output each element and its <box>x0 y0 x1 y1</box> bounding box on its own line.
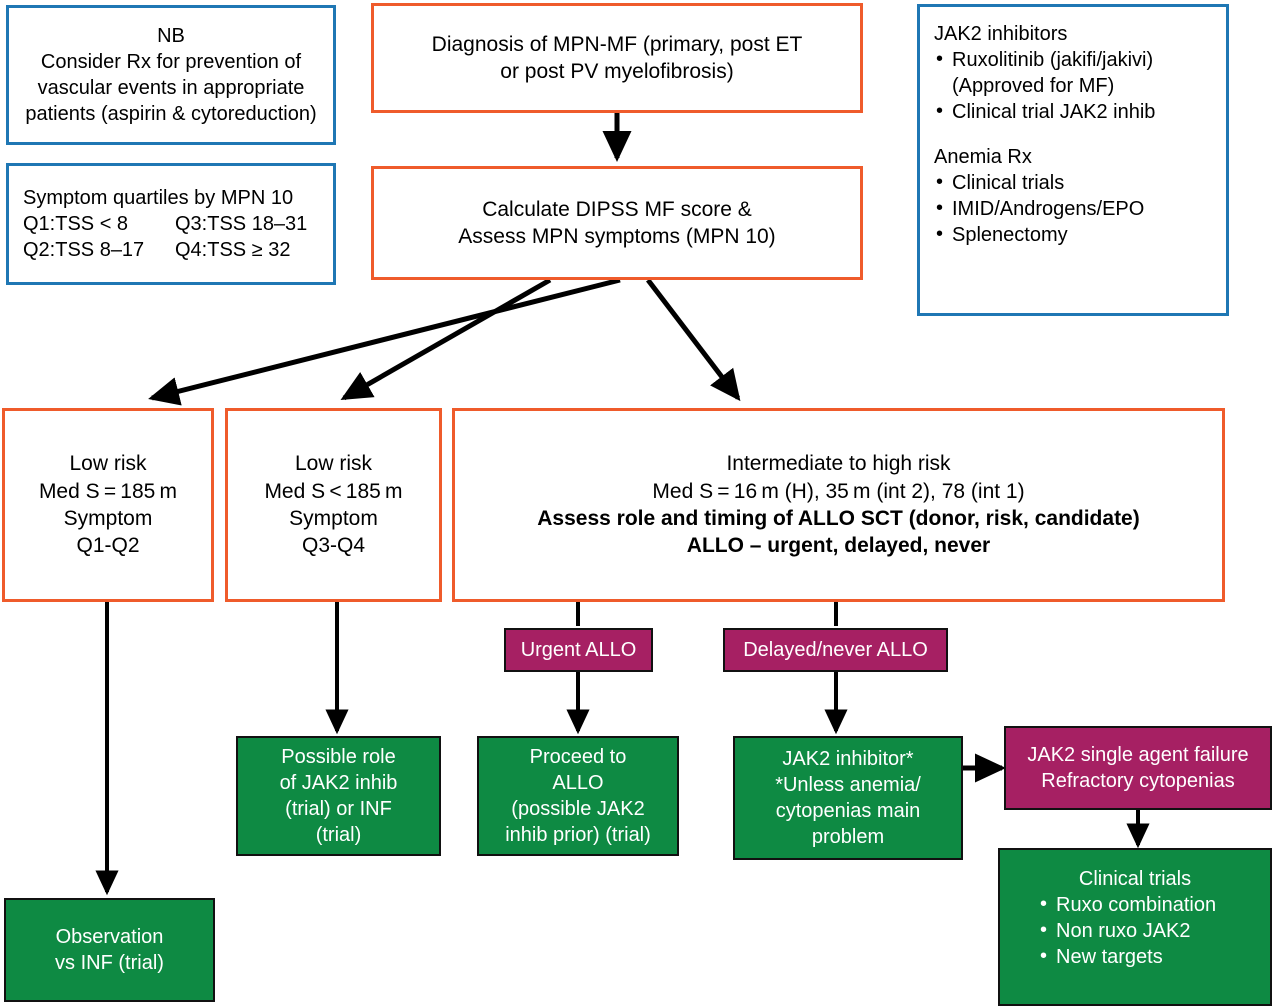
low-risk-1-line-1: Low risk <box>69 452 147 476</box>
possible-role-line-4: (trial) <box>315 824 362 846</box>
nb-title: NB <box>157 25 185 47</box>
nb-line-1: Consider Rx for prevention of <box>40 51 302 73</box>
nb-line-3: patients (aspirin & cytoreduction) <box>25 103 317 125</box>
anemia-item-2: Splenectomy <box>934 221 1226 248</box>
quartile-q1: Q1:TSS < 8 <box>23 213 129 235</box>
treatments-box: JAK2 inhibitors Ruxolitinib (jakifi/jaki… <box>917 4 1229 316</box>
high-risk-line-2: Med S = 16 m (H), 35 m (int 2), 78 (int … <box>652 479 1025 503</box>
proceed-allo-line-2: ALLO <box>552 772 604 794</box>
observation-line-2: vs INF (trial) <box>55 952 164 974</box>
arrow-calculate-to-low-risk-1 <box>148 277 621 406</box>
symptom-quartiles-title: Symptom quartiles by MPN 10 <box>23 187 294 209</box>
quartile-q3: Q3:TSS 18–31 <box>175 213 308 235</box>
anemia-item-0: Clinical trials <box>934 169 1226 196</box>
jak2-inhibitor-line-2: *Unless anemia/ <box>775 774 921 796</box>
clinical-trials-item-0: Ruxo combination <box>1038 891 1270 918</box>
jak2-failure-box: JAK2 single agent failure Refractory cyt… <box>1004 726 1272 810</box>
possible-role-box: Possible role of JAK2 inhib (trial) or I… <box>236 736 441 856</box>
delayed-never-allo-box: Delayed/never ALLO <box>723 628 948 672</box>
high-risk-line-4: ALLO – urgent, delayed, never <box>686 534 991 558</box>
jak2-inhibitor-box: JAK2 inhibitor* *Unless anemia/ cytopeni… <box>733 736 963 860</box>
clinical-trials-list: Ruxo combination Non ruxo JAK2 New targe… <box>1000 891 1270 970</box>
failure-line-1: JAK2 single agent failure <box>1027 744 1249 766</box>
proceed-allo-line-4: inhib prior) (trial) <box>505 824 651 846</box>
jak2-inhibitor-line-4: problem <box>811 826 885 848</box>
diagnosis-line-2: or post PV myelofibrosis) <box>500 60 734 83</box>
low-risk-2-line-2: Med S < 185 m <box>264 479 403 503</box>
low-risk-1-line-3: Symptom <box>63 507 153 530</box>
nb-note-box: NB Consider Rx for prevention of vascula… <box>6 5 336 145</box>
high-risk-line-1: Intermediate to high risk <box>726 452 951 476</box>
clinical-trials-box: Clinical trials Ruxo combination Non rux… <box>998 848 1272 1006</box>
low-risk-1-box: Low risk Med S = 185 m Symptom Q1-Q2 <box>2 408 214 602</box>
nb-line-2: vascular events in appropriate <box>37 77 305 99</box>
jak2-item-1: Clinical trial JAK2 inhib <box>934 98 1226 125</box>
proceed-allo-line-3: (possible JAK2 <box>511 798 645 820</box>
low-risk-2-line-3: Symptom <box>289 507 378 530</box>
arrow-calculate-to-low-risk-2 <box>340 277 552 401</box>
anemia-rx-title: Anemia Rx <box>934 146 1032 168</box>
intermediate-high-risk-box: Intermediate to high risk Med S = 16 m (… <box>452 408 1225 602</box>
arrow-calculate-to-high-risk <box>646 278 741 402</box>
quartile-q2: Q2:TSS 8–17 <box>23 239 145 261</box>
jak2-inhibitor-line-1: JAK2 inhibitor* <box>782 748 914 770</box>
calculate-line-2: Assess MPN symptoms (MPN 10) <box>458 225 776 248</box>
observation-line-1: Observation <box>55 926 164 948</box>
high-risk-line-3: Assess role and timing of ALLO SCT (dono… <box>537 507 1140 530</box>
anemia-item-1: IMID/Androgens/EPO <box>934 195 1226 222</box>
calculate-dipss-box: Calculate DIPSS MF score & Assess MPN sy… <box>371 166 863 280</box>
proceed-allo-line-1: Proceed to <box>529 746 627 768</box>
clinical-trials-item-2: New targets <box>1038 943 1270 970</box>
jak2-item-0: Ruxolitinib (jakifi/jakivi) <box>934 46 1226 73</box>
possible-role-line-1: Possible role <box>281 746 396 768</box>
clinical-trials-title: Clinical trials <box>1078 868 1192 890</box>
urgent-allo-box: Urgent ALLO <box>504 628 653 672</box>
low-risk-2-line-1: Low risk <box>294 452 373 476</box>
calculate-line-1: Calculate DIPSS MF score & <box>482 197 752 221</box>
low-risk-1-line-2: Med S = 185 m <box>38 479 178 503</box>
low-risk-1-line-4: Q1-Q2 <box>76 534 140 558</box>
jak2-inhibitors-list: Ruxolitinib (jakifi/jakivi) (Approved fo… <box>920 46 1226 125</box>
possible-role-line-2: of JAK2 inhib <box>279 772 398 794</box>
anemia-rx-list: Clinical trials IMID/Androgens/EPO Splen… <box>920 169 1226 248</box>
proceed-to-allo-box: Proceed to ALLO (possible JAK2 inhib pri… <box>477 736 679 856</box>
symptom-quartiles-box: Symptom quartiles by MPN 10 Q1:TSS < 8 Q… <box>6 163 336 285</box>
jak2-item-0-sub: (Approved for MF) <box>952 75 1115 97</box>
failure-line-2: Refractory cytopenias <box>1041 770 1235 792</box>
jak2-inhibitors-title: JAK2 inhibitors <box>934 23 1068 45</box>
diagnosis-line-1: Diagnosis of MPN-MF (primary, post ET <box>431 32 803 56</box>
low-risk-2-box: Low risk Med S < 185 m Symptom Q3-Q4 <box>225 408 442 602</box>
delayed-allo-label: Delayed/never ALLO <box>743 639 928 661</box>
low-risk-2-line-4: Q3-Q4 <box>301 534 366 558</box>
quartile-q4: Q4:TSS ≥ 32 <box>175 239 291 261</box>
jak2-inhibitor-line-3: cytopenias main <box>775 800 921 822</box>
possible-role-line-3: (trial) or INF <box>285 798 392 820</box>
diagnosis-box: Diagnosis of MPN-MF (primary, post ET or… <box>371 3 863 113</box>
observation-box: Observation vs INF (trial) <box>4 898 215 1002</box>
urgent-allo-label: Urgent ALLO <box>520 639 637 661</box>
clinical-trials-item-1: Non ruxo JAK2 <box>1038 917 1270 944</box>
